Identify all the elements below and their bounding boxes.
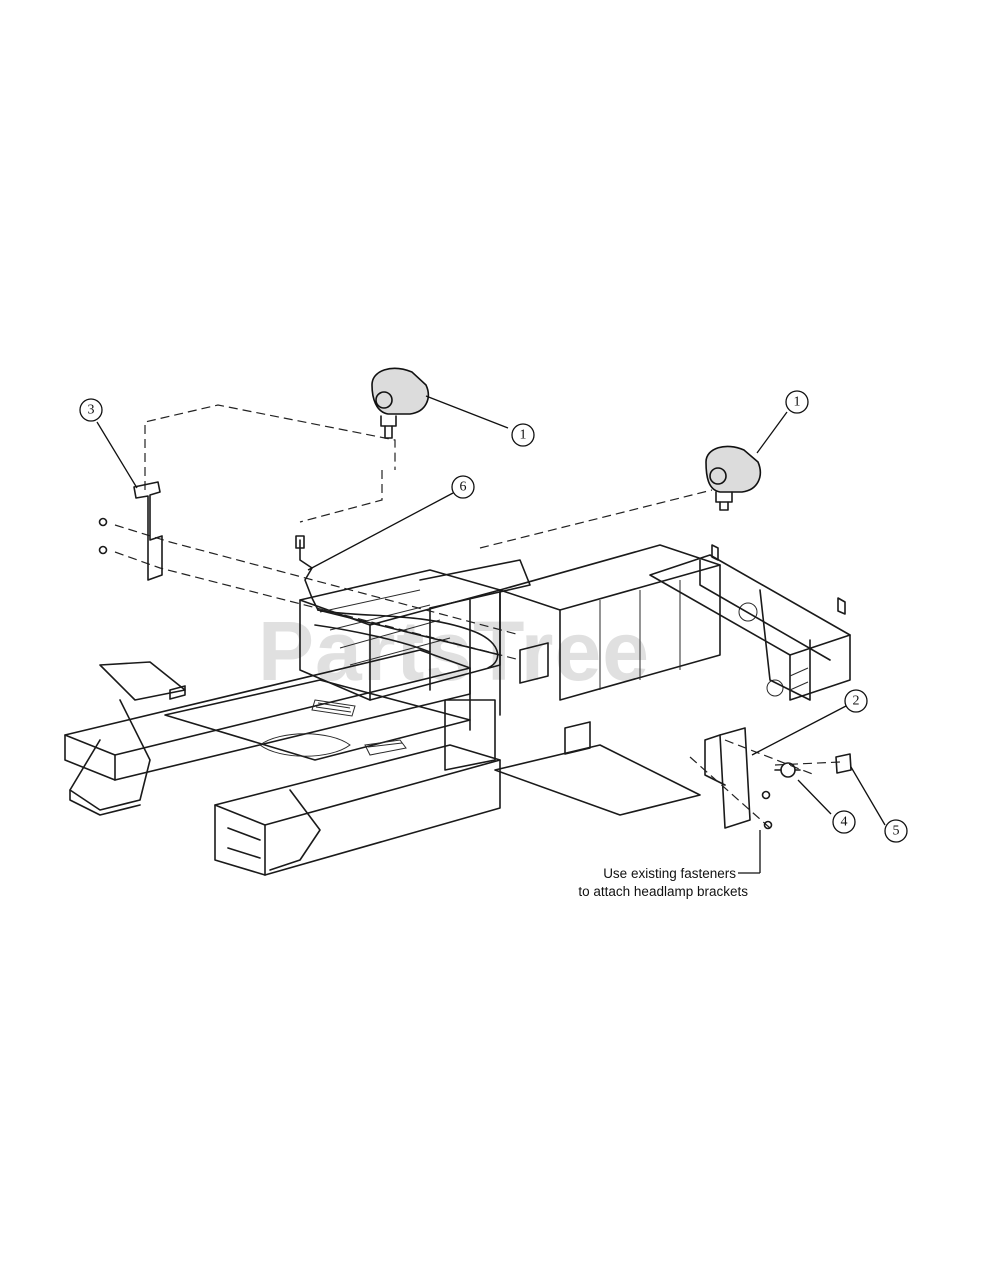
callout-2: 2 xyxy=(844,689,868,713)
callout-3: 3 xyxy=(79,398,103,422)
svg-text:1: 1 xyxy=(794,395,801,410)
headlamp-bracket-3 xyxy=(133,481,163,581)
svg-text:6: 6 xyxy=(460,480,467,495)
leader-lines xyxy=(96,395,886,874)
assembly-lines xyxy=(114,404,841,829)
note-line-2: to attach headlamp brackets xyxy=(578,884,748,899)
bolts xyxy=(98,517,773,830)
svg-text:2: 2 xyxy=(853,694,860,709)
fastener-note: Use existing fasteners to attach headlam… xyxy=(578,866,748,899)
mower-frame xyxy=(64,544,851,876)
wire-harness xyxy=(295,535,501,669)
svg-text:4: 4 xyxy=(841,815,848,830)
decal-5 xyxy=(835,753,852,774)
svg-text:1: 1 xyxy=(520,428,527,443)
svg-text:3: 3 xyxy=(88,403,95,418)
headlamp-left xyxy=(371,367,430,439)
callout-5: 5 xyxy=(884,819,908,843)
switch-4 xyxy=(774,762,801,778)
note-line-1: Use existing fasteners xyxy=(603,866,736,881)
svg-text:5: 5 xyxy=(893,824,900,839)
callout-1b: 1 xyxy=(785,390,809,414)
callout-1a: 1 xyxy=(511,423,535,447)
callout-4: 4 xyxy=(832,810,856,834)
headlamp-right xyxy=(705,445,762,511)
watermark: PartsTree xyxy=(258,604,650,698)
callout-6: 6 xyxy=(451,475,475,499)
